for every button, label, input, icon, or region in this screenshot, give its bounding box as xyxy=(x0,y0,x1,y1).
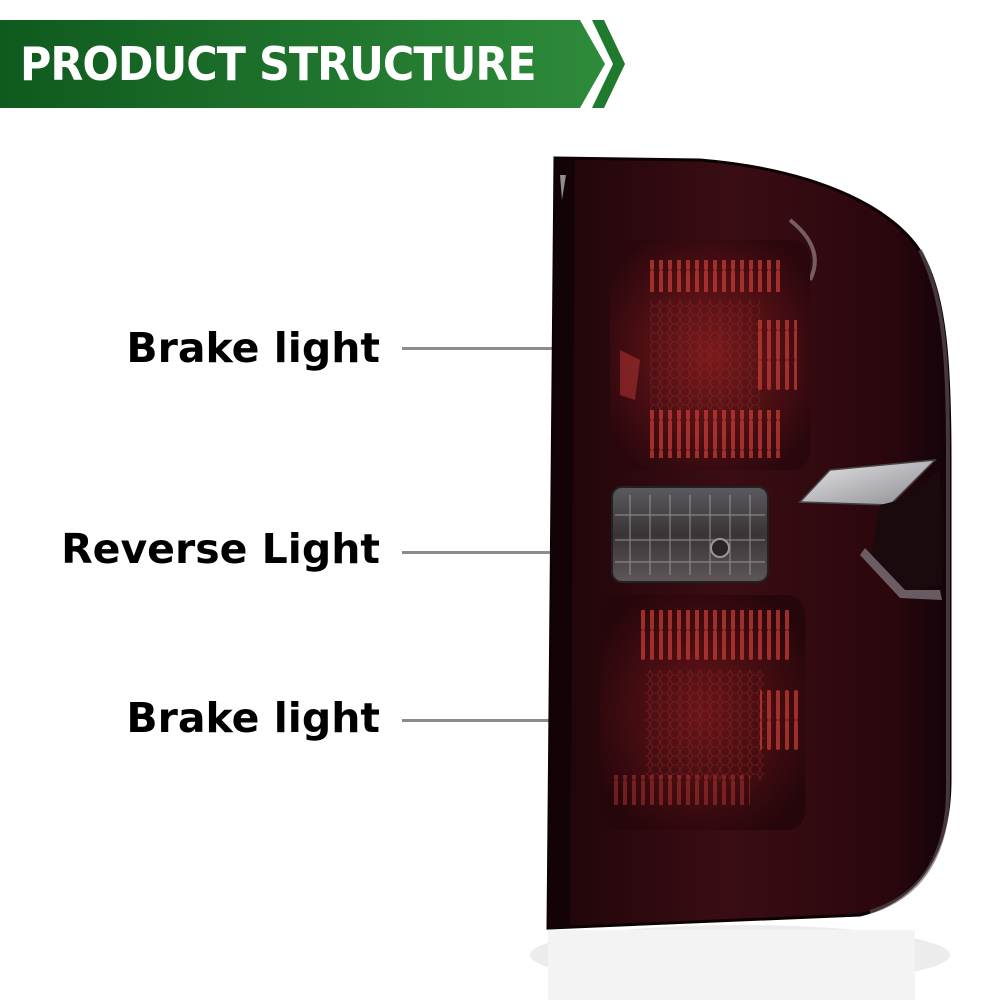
callout-label-reverse-light: Reverse Light xyxy=(61,525,380,573)
banner-title: PRODUCT STRUCTURE xyxy=(20,37,537,91)
callout-label-brake-light-bottom: Brake light xyxy=(126,694,380,742)
callout-label-brake-light-top: Brake light xyxy=(126,324,380,372)
banner-background xyxy=(0,20,625,108)
product-structure-banner: PRODUCT STRUCTURE xyxy=(0,20,625,108)
